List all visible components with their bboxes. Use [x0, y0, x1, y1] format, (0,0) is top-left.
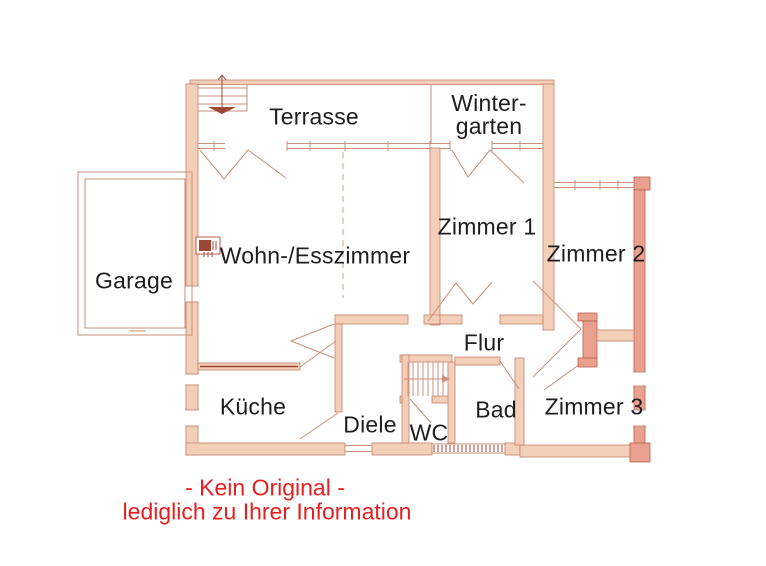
room-label-bad: Bad	[475, 396, 517, 423]
staircase-icon	[404, 362, 450, 396]
disclaimer-line1: - Kein Original -	[185, 474, 345, 501]
room-label-zimmer2: Zimmer 2	[546, 240, 646, 267]
room-label-zimmer3: Zimmer 3	[544, 393, 644, 420]
window-band-zimmer2	[554, 180, 634, 190]
disclaimer-line2: lediglich zu Ihrer Information	[122, 498, 412, 525]
garage-outline	[77, 171, 193, 336]
room-label-wc: WC	[409, 419, 449, 446]
door-swings	[199, 149, 582, 440]
room-label-garage: Garage	[95, 267, 173, 294]
room-label-flur: Flur	[463, 329, 505, 356]
glass-block-band	[432, 443, 505, 454]
room-label-zimmer1: Zimmer 1	[437, 213, 537, 240]
room-label-kueche: Küche	[219, 393, 287, 420]
room-label-terrasse: Terrasse	[269, 103, 359, 130]
fireplace-icon	[195, 236, 221, 257]
terrace-steps-icon	[198, 74, 248, 114]
interior-walls	[197, 147, 635, 452]
exterior-walls	[185, 79, 651, 463]
room-label-wintergarten-line1: Winter-	[451, 90, 527, 117]
room-label-wohn-esszimmer: Wohn-/Esszimmer	[219, 242, 411, 269]
window-band-north	[198, 84, 543, 151]
room-label-wintergarten-line2: garten	[455, 113, 523, 140]
room-label-diele: Diele	[343, 411, 397, 438]
